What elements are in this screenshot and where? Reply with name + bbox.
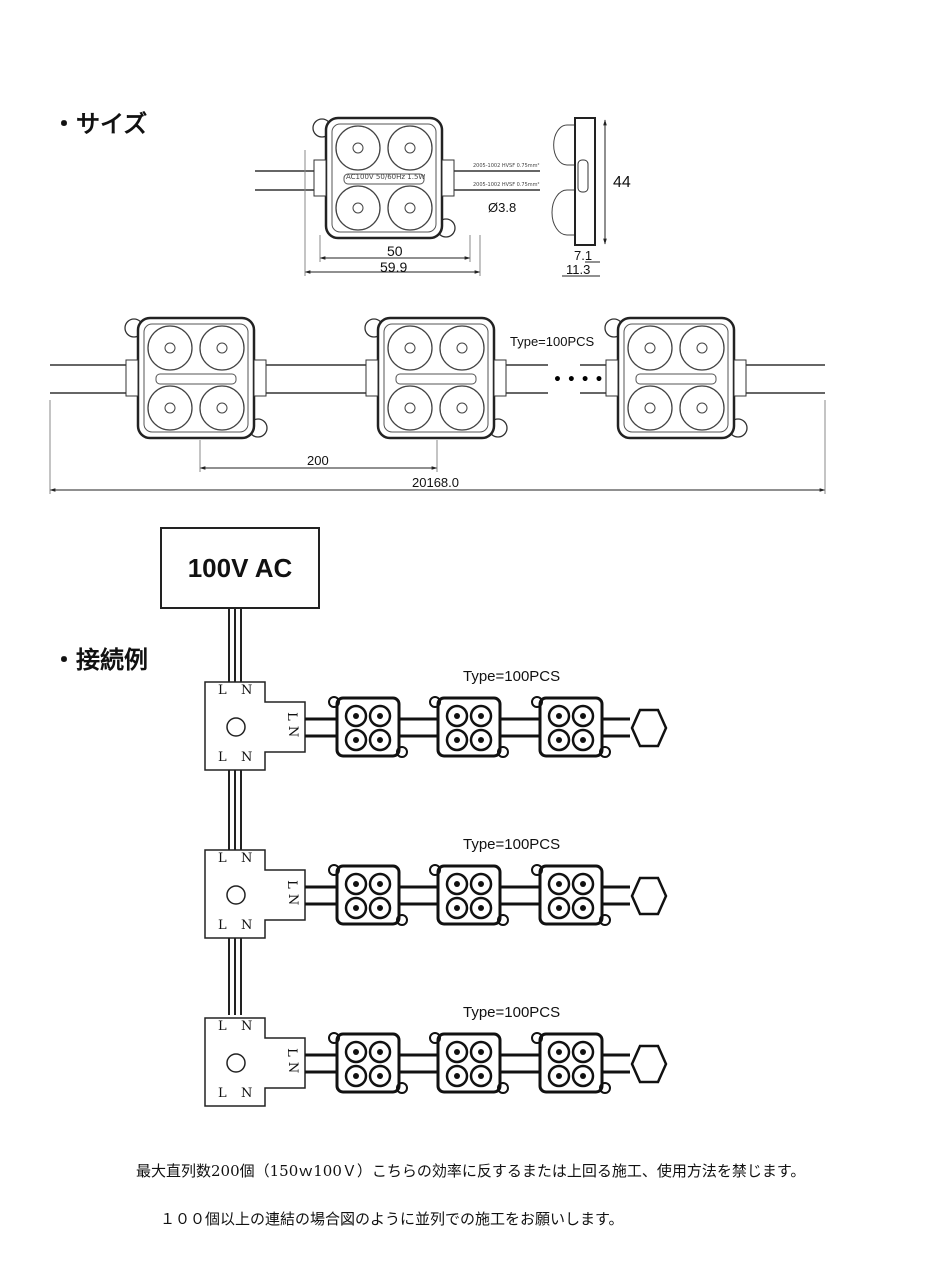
connection-row	[204, 1017, 668, 1107]
connector-label-n: N	[241, 918, 253, 933]
connector-screw	[226, 717, 246, 737]
svg-text:• • • •: • • • •	[553, 372, 603, 388]
end-cap	[630, 708, 668, 748]
t-connector	[204, 1017, 306, 1107]
connector-label-l: L	[218, 1086, 227, 1101]
led-module	[327, 863, 409, 927]
led-module	[530, 695, 612, 759]
module-label: AC100V 50/60Hz 1.5W	[346, 173, 426, 181]
led-module	[428, 695, 510, 759]
connector-label-n: N	[285, 1061, 301, 1074]
connector-label-l: L	[218, 918, 227, 933]
power-source-box: 100V AC	[160, 527, 320, 609]
connector-label-l: L	[218, 683, 227, 698]
note-max-series: 最大直列数200個（150ｗ100Ｖ）こちらの効率に反するまたは上回る施工、使用…	[136, 1162, 806, 1180]
wire-label: 2005-1002 HVSF 0.75mm²	[473, 182, 540, 188]
connector-label-n: N	[241, 1086, 253, 1101]
connector-label-l: L	[283, 1048, 299, 1057]
end-cap	[630, 1044, 668, 1084]
led-module	[327, 695, 409, 759]
module-chain-drawing: • • • •	[49, 316, 826, 494]
connector-label-l: L	[218, 1019, 227, 1034]
row-type-label: Type=100PCS	[463, 836, 561, 853]
chain-type-label: Type=100PCS	[510, 334, 595, 349]
connection-row	[204, 681, 668, 771]
connector-label-n: N	[241, 683, 253, 698]
row-type-label: Type=100PCS	[463, 668, 561, 685]
connector-screw	[226, 885, 246, 905]
dim-pitch: 200	[307, 453, 329, 468]
dim-height: 44	[613, 174, 631, 191]
note-parallel: １００個以上の連結の場合図のように並列での施工をお願いします。	[160, 1210, 624, 1228]
led-module	[530, 1031, 612, 1095]
t-connector	[204, 681, 306, 771]
row-type-label: Type=100PCS	[463, 1004, 561, 1021]
end-cap	[630, 876, 668, 916]
main-power-wires	[228, 607, 242, 1015]
led-module	[428, 1031, 510, 1095]
connector-label-l: L	[218, 750, 227, 765]
size-dimension-lines	[304, 150, 481, 276]
dim-width-total: 59.9	[380, 259, 408, 275]
dim-total-length: 20168.0	[412, 475, 459, 490]
connector-label-l: L	[283, 880, 299, 889]
connection-heading: ・接続例	[52, 646, 148, 674]
dim-width-body: 50	[387, 243, 403, 259]
wire-label: 2005-1002 HVSF 0.75mm²	[473, 163, 540, 169]
connector-screw	[226, 1053, 246, 1073]
led-module	[530, 863, 612, 927]
dim-hole-diameter: Ø3.8	[488, 200, 517, 215]
led-module	[327, 1031, 409, 1095]
module-side-view	[551, 117, 607, 277]
connector-label-l: L	[218, 851, 227, 866]
connector-label-n: N	[241, 1019, 253, 1034]
dim-depth-total: 11.3	[566, 262, 591, 277]
t-connector	[204, 849, 306, 939]
module-front-view	[255, 116, 540, 240]
connector-label-n: N	[241, 851, 253, 866]
size-heading: ・サイズ	[52, 110, 148, 138]
led-module	[428, 863, 510, 927]
dim-depth-body: 7.1	[574, 248, 593, 263]
connector-label-n: N	[285, 893, 301, 906]
connector-label-n: N	[241, 750, 253, 765]
connection-row	[204, 849, 668, 939]
connector-label-l: L	[283, 712, 299, 721]
connector-label-n: N	[285, 725, 301, 738]
